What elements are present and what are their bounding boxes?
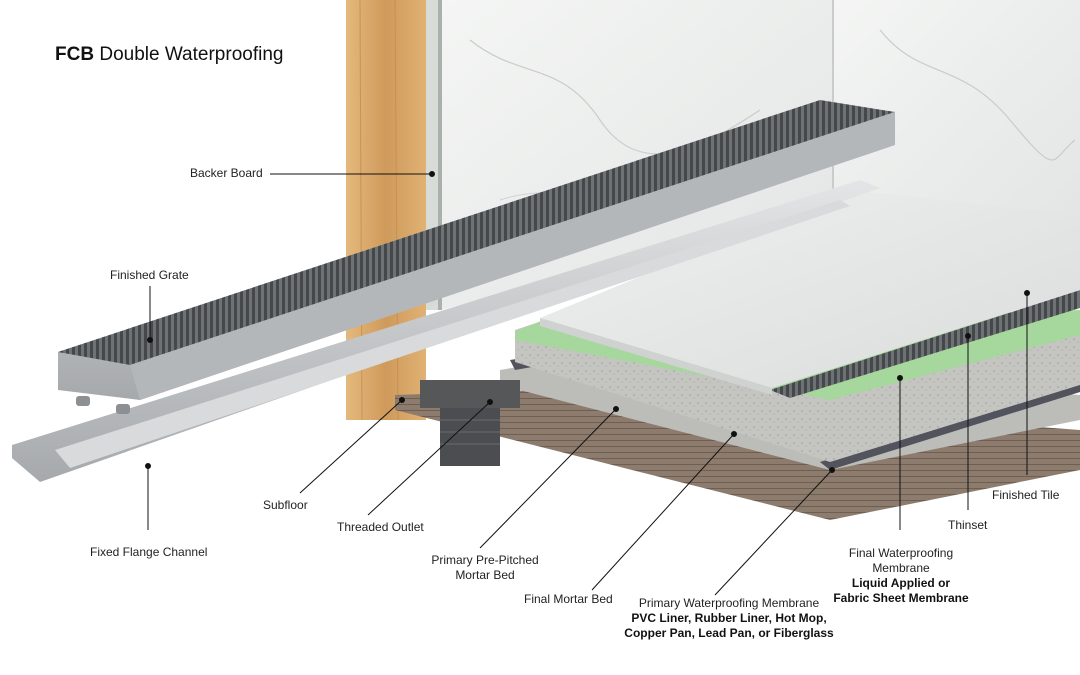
- finished-grate: [58, 100, 895, 365]
- label-primary-membrane-title: Primary Waterproofing Membrane: [638, 596, 820, 610]
- label-primary-pre-pitched-line1: Primary Pre-Pitched: [431, 553, 539, 567]
- label-primary-pre-pitched-mortar-bed: Primary Pre-Pitched Mortar Bed: [430, 553, 540, 583]
- label-thinset: Thinset: [948, 518, 988, 532]
- label-primary-membrane-sub-line1: PVC Liner, Rubber Liner, Hot Mop,: [631, 611, 827, 625]
- label-threaded-outlet: Threaded Outlet: [337, 520, 424, 534]
- label-final-waterproofing-membrane: Final Waterproofing Membrane Liquid Appl…: [826, 546, 976, 606]
- label-final-mortar-bed: Final Mortar Bed: [524, 592, 613, 606]
- title-text: Double Waterproofing: [99, 44, 284, 65]
- wall-tile-right: [834, 0, 1080, 240]
- brand-name: FCB: [55, 44, 95, 65]
- threaded-outlet: [420, 380, 520, 466]
- label-final-membrane-line1: Final Waterproofing: [848, 546, 954, 560]
- floor-tile-edge: [540, 318, 772, 395]
- label-final-membrane-sub-line2: Fabric Sheet Membrane: [833, 591, 969, 605]
- label-primary-pre-pitched-line2: Mortar Bed: [455, 568, 515, 582]
- floor-tile-top: [540, 190, 1080, 388]
- label-finished-tile: Finished Tile: [992, 488, 1060, 502]
- label-finished-grate: Finished Grate: [110, 268, 189, 282]
- leader-lines: [145, 171, 1030, 596]
- page-title: FCB Double Waterproofing: [55, 44, 283, 66]
- label-primary-membrane-sub-line2: Copper Pan, Lead Pan, or Fiberglass: [624, 626, 834, 640]
- label-fixed-flange-channel: Fixed Flange Channel: [90, 545, 208, 559]
- label-subfloor: Subfloor: [263, 498, 308, 512]
- label-final-membrane-sub-line1: Liquid Applied or: [851, 576, 951, 590]
- label-final-membrane-line2: Membrane: [872, 561, 930, 575]
- thinset-layer: [770, 290, 1080, 398]
- label-primary-waterproofing-membrane: Primary Waterproofing Membrane PVC Liner…: [612, 596, 846, 641]
- label-backer-board: Backer Board: [190, 166, 263, 180]
